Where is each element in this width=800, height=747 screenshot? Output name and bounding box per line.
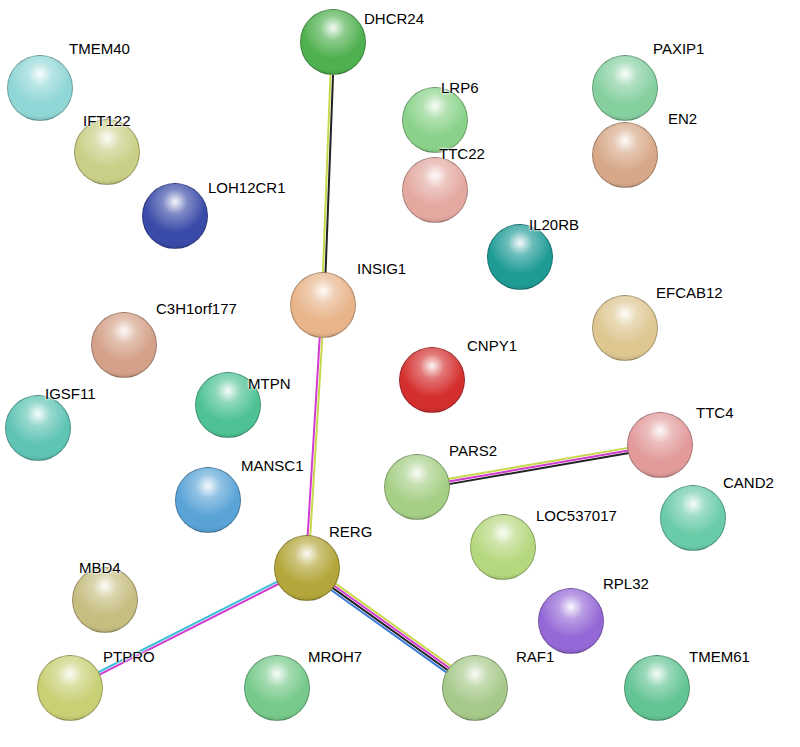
node-label: CNPY1 bbox=[467, 337, 517, 355]
node-label: MANSC1 bbox=[241, 457, 304, 475]
protein-node: RAF1 bbox=[442, 655, 508, 721]
protein-node: DHCR24 bbox=[300, 9, 366, 75]
protein-node: IFT122 bbox=[74, 119, 140, 185]
node-label: RPL32 bbox=[603, 575, 649, 593]
interaction-edge bbox=[307, 334, 322, 539]
node-label: DHCR24 bbox=[364, 10, 424, 28]
protein-node: IGSF11 bbox=[5, 395, 71, 461]
protein-node: C3H1orf177 bbox=[91, 312, 157, 378]
protein-node: LOC537017 bbox=[470, 514, 536, 580]
node-label: PARS2 bbox=[449, 442, 497, 460]
protein-node: INSIG1 bbox=[290, 272, 356, 338]
node-label: IGSF11 bbox=[45, 385, 96, 403]
protein-node: MBD4 bbox=[72, 567, 138, 633]
interaction-edge bbox=[323, 71, 333, 276]
evidence-line bbox=[310, 334, 322, 539]
node-label: RERG bbox=[329, 523, 372, 541]
protein-node: RPL32 bbox=[538, 588, 604, 654]
node-label: MROH7 bbox=[308, 648, 362, 666]
protein-node: IL20RB bbox=[487, 224, 553, 290]
node-label: LOC537017 bbox=[536, 507, 617, 525]
node-label: CAND2 bbox=[723, 474, 774, 492]
node-label: LRP6 bbox=[441, 79, 479, 97]
evidence-line bbox=[307, 334, 319, 539]
node-label: IL20RB bbox=[529, 216, 579, 234]
node-label: LOH12CR1 bbox=[208, 179, 286, 197]
node-label: MTPN bbox=[248, 375, 291, 393]
node-label: TMEM40 bbox=[69, 40, 130, 58]
protein-node: LOH12CR1 bbox=[142, 183, 208, 249]
protein-node: CNPY1 bbox=[399, 347, 465, 413]
node-label: PTPRO bbox=[103, 648, 155, 666]
protein-node: EN2 bbox=[592, 122, 658, 188]
protein-node: PARS2 bbox=[384, 454, 450, 520]
evidence-line bbox=[323, 71, 331, 276]
node-label: MBD4 bbox=[79, 559, 121, 577]
node-label: INSIG1 bbox=[357, 260, 406, 278]
node-label: RAF1 bbox=[516, 648, 554, 666]
node-label: IFT122 bbox=[83, 112, 131, 130]
protein-node: MTPN bbox=[195, 372, 261, 438]
protein-node: PAXIP1 bbox=[592, 55, 658, 121]
protein-node: EFCAB12 bbox=[592, 295, 658, 361]
protein-node: MROH7 bbox=[244, 655, 310, 721]
node-label: EFCAB12 bbox=[656, 284, 723, 302]
node-label: EN2 bbox=[668, 110, 697, 128]
protein-node: RERG bbox=[274, 535, 340, 601]
node-label: TTC4 bbox=[696, 404, 734, 422]
node-label: TMEM61 bbox=[689, 648, 750, 666]
protein-node: TTC4 bbox=[627, 412, 693, 478]
node-label: C3H1orf177 bbox=[156, 300, 237, 318]
node-label: PAXIP1 bbox=[653, 40, 704, 58]
protein-node: MANSC1 bbox=[175, 467, 241, 533]
protein-node: TMEM40 bbox=[7, 55, 73, 121]
node-label: TTC22 bbox=[439, 145, 485, 163]
protein-node: TTC22 bbox=[402, 157, 468, 223]
protein-node: LRP6 bbox=[402, 87, 468, 153]
protein-node: CAND2 bbox=[660, 485, 726, 551]
protein-node: PTPRO bbox=[37, 655, 103, 721]
protein-node: TMEM61 bbox=[624, 655, 690, 721]
